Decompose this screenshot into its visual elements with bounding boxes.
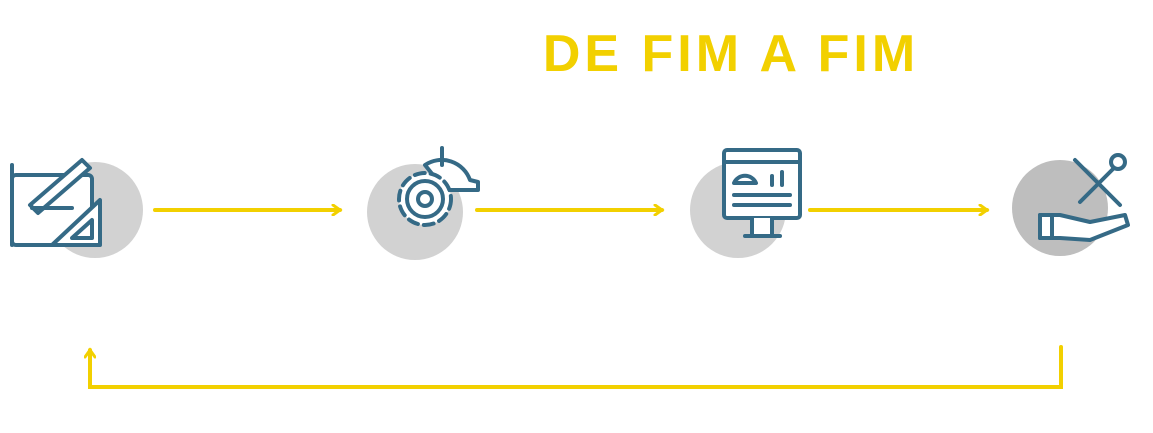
blueprint-design-icon [10, 158, 102, 247]
return-arrow [90, 345, 1063, 389]
gear-hardhat-icon [397, 146, 480, 227]
hand-tools-support-icon [1038, 153, 1130, 242]
step-4-circle [1012, 160, 1108, 256]
monitor-dashboard-icon [722, 148, 802, 238]
diagram-title: DE FIM A FIM [542, 25, 920, 83]
